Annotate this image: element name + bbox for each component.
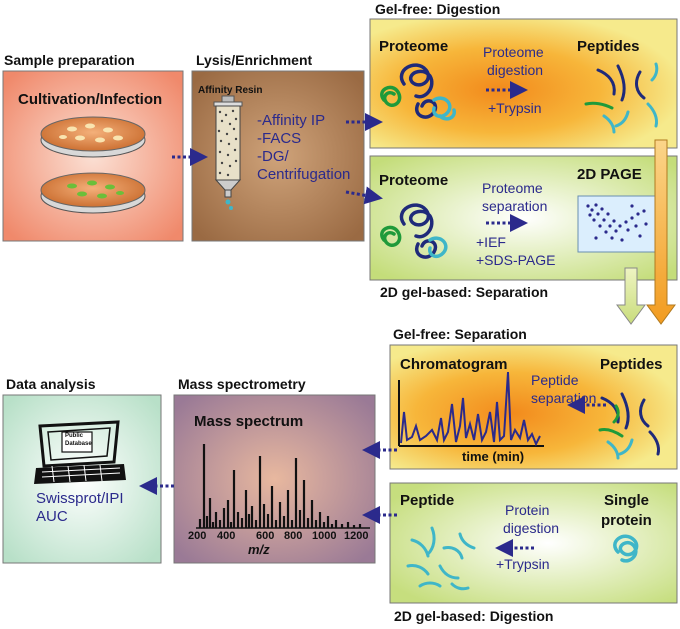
- 2d-page-gel: [577, 195, 657, 253]
- peptide-label: Peptide: [400, 492, 455, 509]
- gel-free-separation-heading: Gel-free: Separation: [393, 326, 527, 342]
- sample-prep-heading: Sample preparation: [4, 52, 135, 68]
- down-arrow-orange: [646, 139, 676, 325]
- chromatogram-plot: [398, 371, 544, 447]
- flow-arrows: [139, 81, 606, 557]
- cultivation-title: Cultivation/Infection: [18, 91, 163, 108]
- proteome-separation-label-2: separation: [482, 198, 548, 214]
- mass-spectrum-plot: [196, 444, 370, 529]
- proteome-blob-top: [380, 63, 456, 121]
- sds-page-label: +SDS-PAGE: [476, 252, 556, 268]
- mz-tick-800: 800: [284, 530, 303, 542]
- data-analysis-heading: Data analysis: [6, 376, 96, 392]
- lysis-method-1: -Affinity IP: [257, 112, 326, 129]
- mass-spec-box: [173, 394, 376, 564]
- chromatogram-title: Chromatogram: [400, 356, 508, 373]
- swissprot-label: Swissprot/IPI: [36, 490, 124, 507]
- peptides-top: [584, 62, 659, 134]
- peptides-bottom: [406, 526, 476, 591]
- gel-based-digestion-heading: 2D gel-based: Digestion: [394, 608, 554, 624]
- affinity-column: [213, 95, 243, 210]
- mz-tick-1200: 1200: [344, 530, 369, 542]
- peptides-label-top: Peptides: [577, 38, 640, 55]
- affinity-resin-label: Affinity Resin: [198, 85, 263, 96]
- proteome-label-top: Proteome: [379, 38, 449, 55]
- mz-tick-1000: 1000: [312, 530, 337, 542]
- gel-based-separation-heading: 2D gel-based: Separation: [380, 284, 549, 300]
- trypsin-label-top: +Trypsin: [488, 100, 542, 116]
- mass-spec-heading: Mass spectrometry: [178, 376, 306, 392]
- mass-spectrum-title: Mass spectrum: [194, 413, 304, 430]
- protein-digestion-label-1: Protein: [505, 502, 550, 518]
- lysis-heading: Lysis/Enrichment: [196, 52, 313, 68]
- petri-dish-top: [40, 116, 146, 158]
- ief-label: +IEF: [476, 234, 506, 250]
- single-protein-label-1: Single: [604, 492, 650, 509]
- lysis-method-4: Centrifugation: [257, 166, 351, 183]
- proteome-label-bottom: Proteome: [379, 172, 449, 189]
- proteome-digestion-label-1: Proteome: [483, 44, 544, 60]
- proteome-digestion-label-2: digestion: [487, 62, 544, 78]
- lysis-method-3: -DG/: [257, 148, 289, 165]
- petri-dish-bottom: [40, 172, 146, 214]
- protein-digestion-label-2: digestion: [503, 520, 560, 536]
- computer-icon: [34, 420, 126, 484]
- peptides-label-middle: Peptides: [600, 356, 663, 373]
- single-protein-label-2: protein: [601, 512, 652, 529]
- peptide-separation-label-2: separation: [531, 390, 597, 406]
- peptide-separation-label-1: Peptide: [531, 372, 579, 388]
- down-arrow-green: [616, 267, 646, 325]
- single-protein-blob: [613, 534, 639, 563]
- public-database-label-1: Public: [65, 433, 84, 439]
- lysis-method-2: -FACS: [257, 130, 302, 147]
- auc-label: AUC: [36, 508, 68, 525]
- peptides-middle: [598, 392, 660, 460]
- proteome-separation-label-1: Proteome: [482, 180, 543, 196]
- trypsin-label-bottom: +Trypsin: [496, 556, 550, 572]
- public-database-label-2: Database: [65, 441, 92, 447]
- proteome-blob-bottom: [380, 203, 448, 259]
- 2d-page-title: 2D PAGE: [577, 166, 642, 183]
- mz-tick-200: 200: [188, 530, 207, 542]
- mz-axis-label: m/z: [248, 542, 270, 557]
- gel-free-digestion-heading: Gel-free: Digestion: [375, 1, 501, 17]
- mz-tick-400: 400: [217, 530, 236, 542]
- time-axis-label: time (min): [462, 449, 525, 464]
- mz-tick-600: 600: [256, 530, 275, 542]
